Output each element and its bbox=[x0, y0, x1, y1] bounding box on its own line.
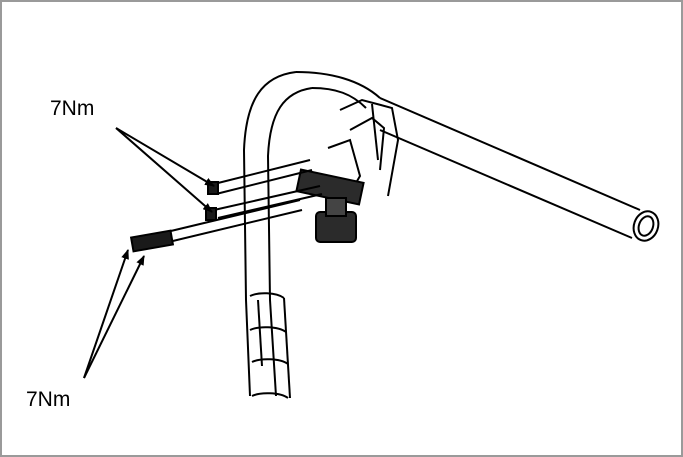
upper-arrow-1 bbox=[115, 127, 215, 187]
lower-leader-arrows bbox=[83, 249, 145, 379]
upper-arrow-2 bbox=[115, 127, 213, 213]
upper-leader-arrows bbox=[115, 127, 215, 213]
clamp-bracket bbox=[295, 98, 400, 243]
bolt-rod bbox=[129, 159, 323, 253]
horizontal-tube bbox=[379, 97, 660, 242]
lower-arrow-1 bbox=[83, 249, 129, 379]
lower-arrow-2 bbox=[83, 255, 145, 379]
torque-label-upper: 7Nm bbox=[50, 97, 95, 120]
torque-label-lower: 7Nm bbox=[26, 388, 71, 411]
upright-tube bbox=[242, 71, 381, 399]
